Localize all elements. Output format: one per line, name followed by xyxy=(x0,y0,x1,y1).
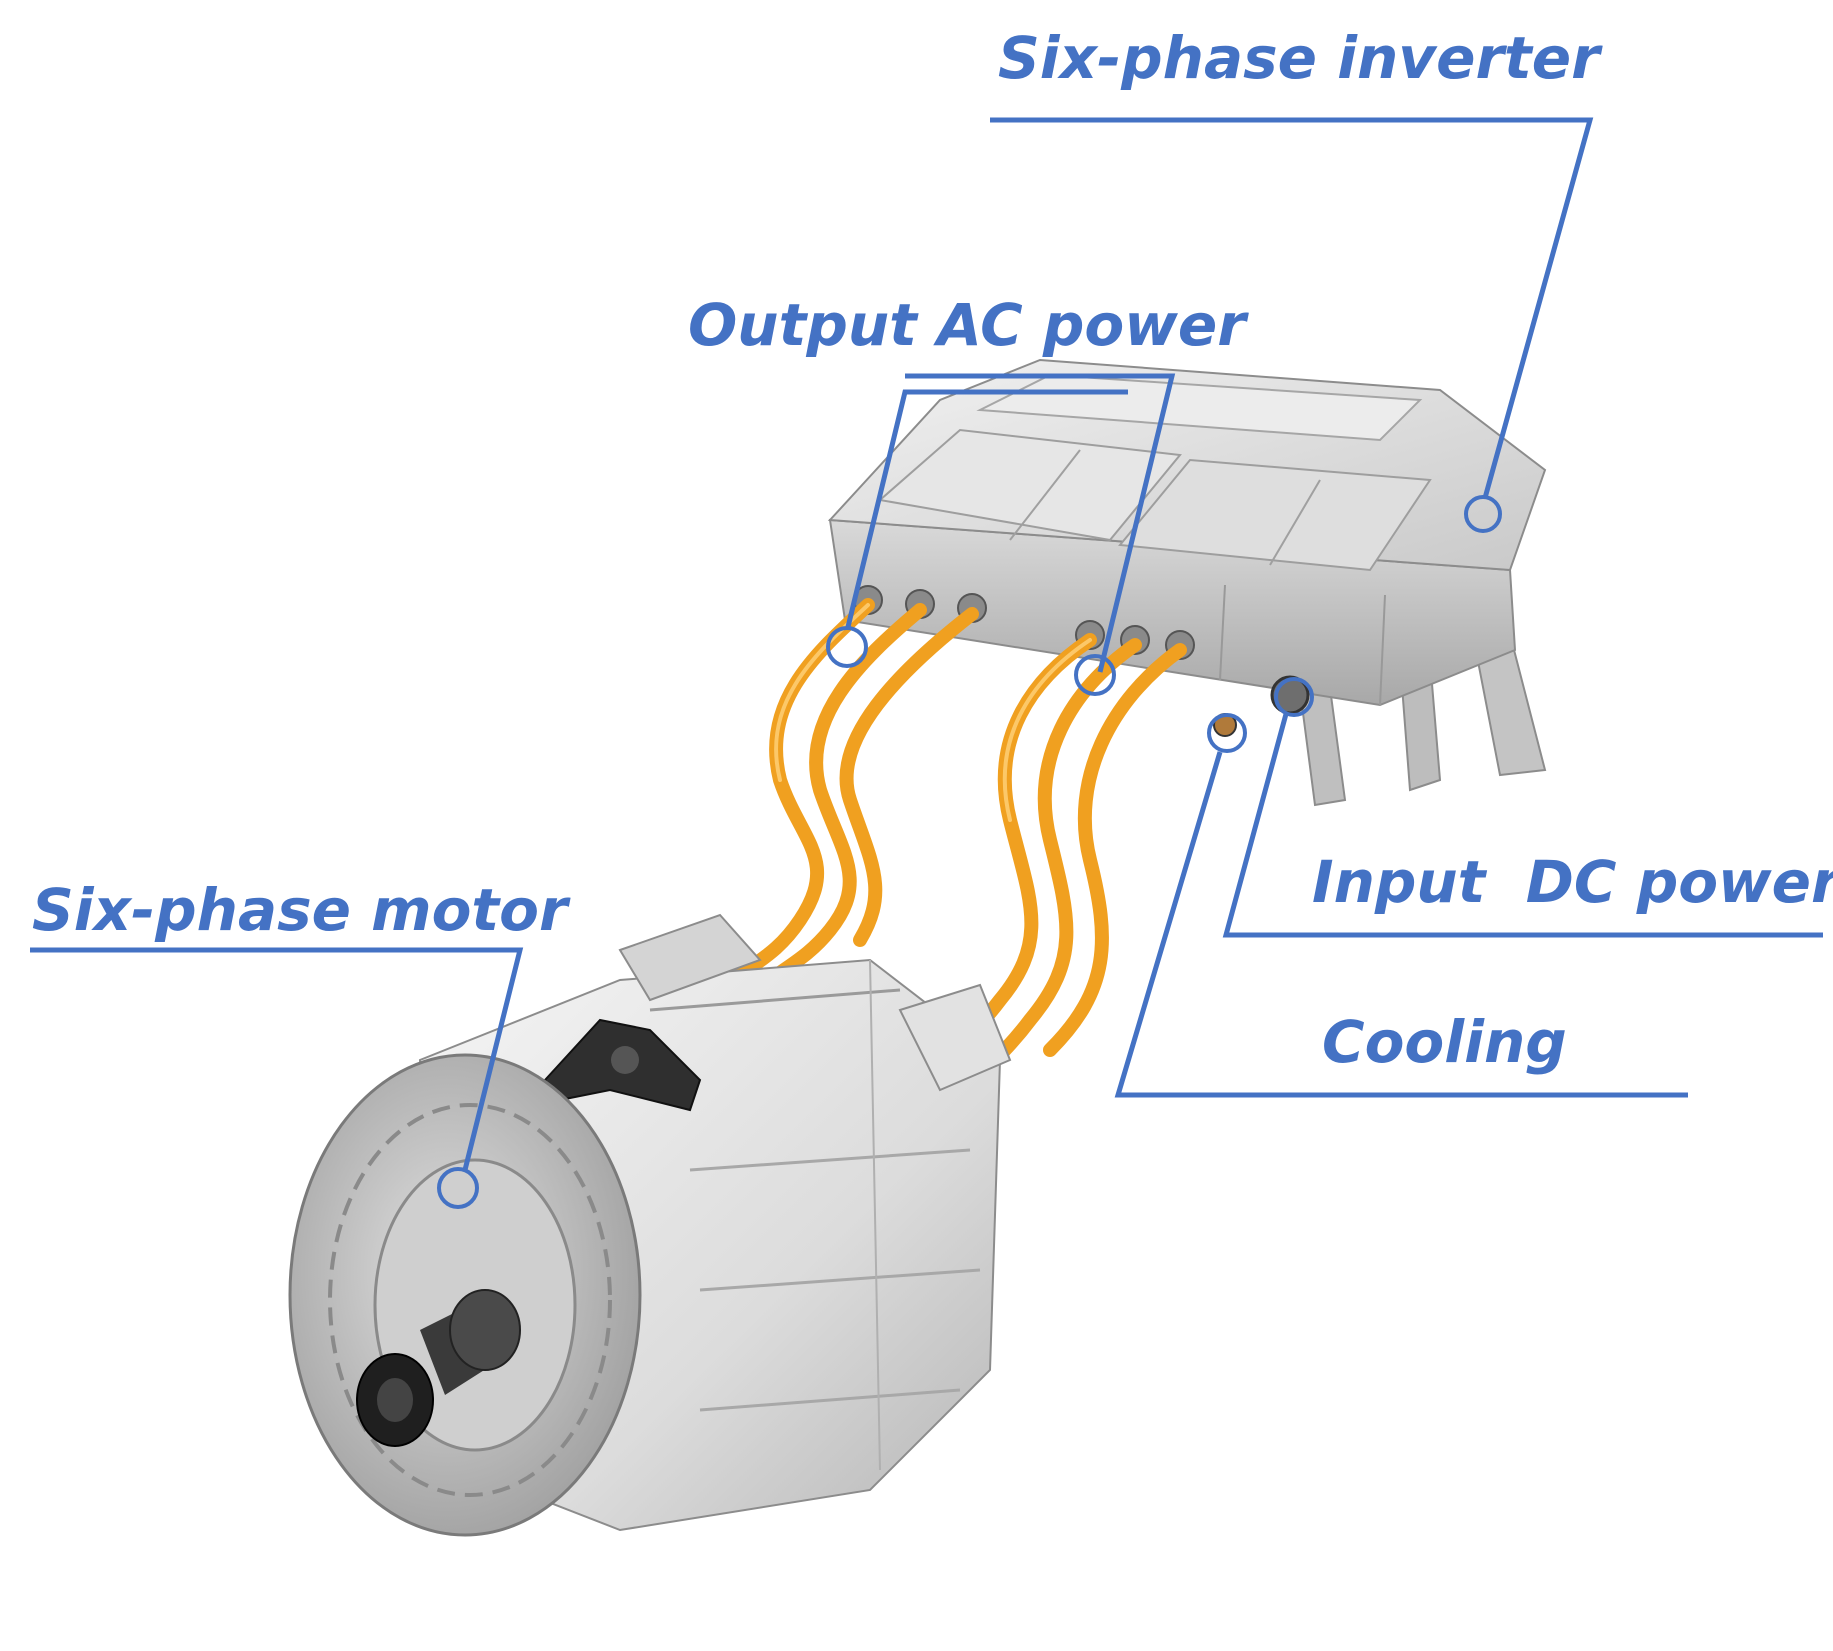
callout-cooling: Cooling xyxy=(1114,713,1688,1098)
label-cooling: Cooling xyxy=(1322,1008,1567,1076)
callout-dc-input: Input DC power xyxy=(1222,677,1833,938)
callout-ac-output: Output AC power xyxy=(688,291,1249,696)
motor-unit xyxy=(288,913,1012,1537)
callout-motor: Six-phase motor xyxy=(30,876,571,1209)
label-input-dc-power: Input DC power xyxy=(1312,848,1833,916)
ac-cable-bundle xyxy=(733,598,1187,1072)
label-six-phase-inverter: Six-phase inverter xyxy=(998,24,1603,92)
callout-inverter: Six-phase inverter xyxy=(990,24,1603,533)
label-six-phase-motor: Six-phase motor xyxy=(32,876,571,944)
inverter-unit xyxy=(827,358,1547,807)
label-output-ac-power: Output AC power xyxy=(688,291,1249,359)
